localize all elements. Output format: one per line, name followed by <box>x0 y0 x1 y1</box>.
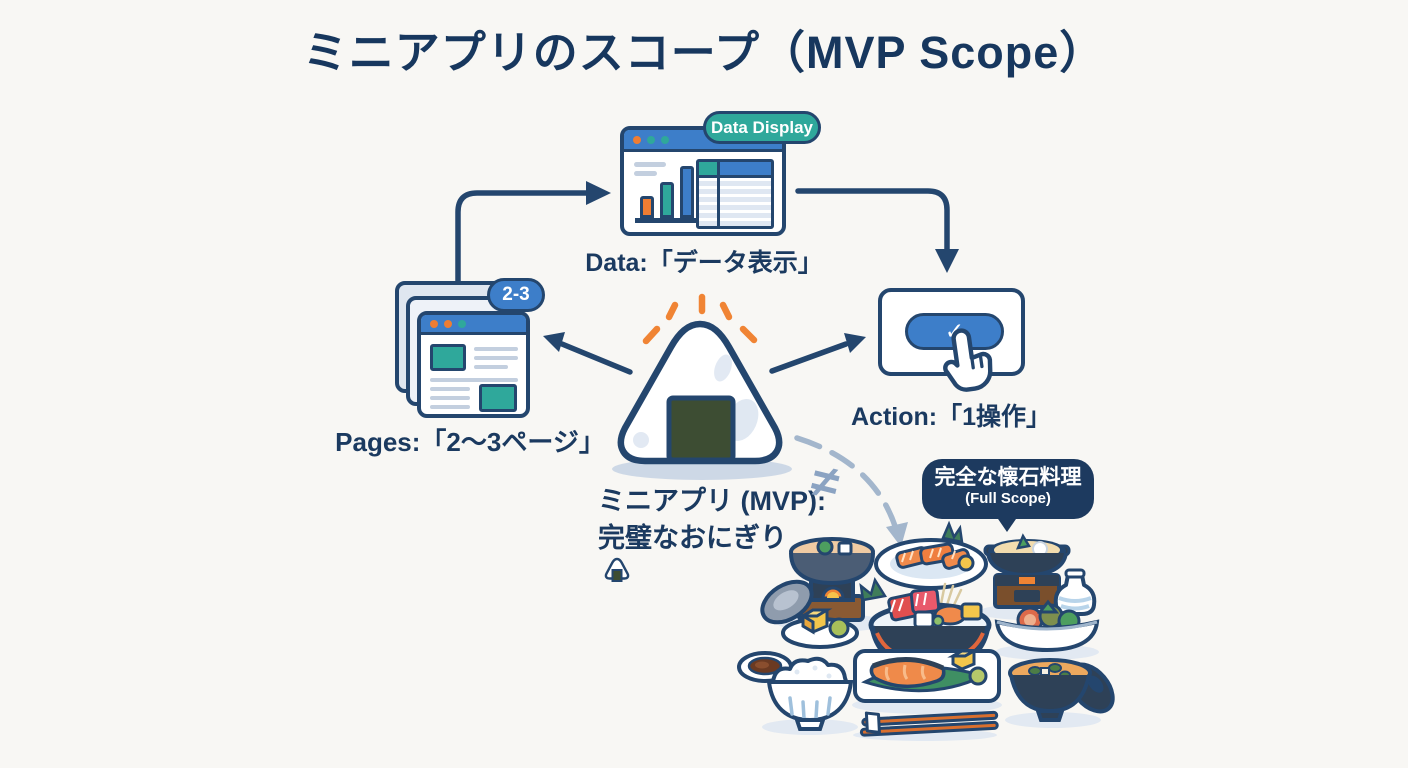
table-header-cell <box>699 162 720 175</box>
sashimi-plate <box>874 520 988 590</box>
text-line <box>430 405 470 409</box>
full-scope-title: 完全な懐石料理 <box>934 466 1082 489</box>
window-dot-icon <box>647 135 655 144</box>
text-line <box>634 171 657 176</box>
pages-count-badge: 2-3 <box>487 278 545 312</box>
bubble-tail <box>996 516 1018 532</box>
data-display-badge: Data Display <box>703 111 821 144</box>
nori-sheet <box>666 395 736 463</box>
data-table-icon <box>696 159 774 229</box>
table-column <box>720 178 771 226</box>
bar-orange <box>640 196 654 218</box>
mini-onigiri-icon <box>604 557 630 582</box>
window-titlebar <box>421 315 526 335</box>
arrow-onigiri-to-action <box>769 333 866 374</box>
arrow-pages-to-data <box>455 181 611 285</box>
mvp-label-line2: 完璧なおにぎり <box>598 520 826 585</box>
kaiseki-meal-icon <box>737 520 1115 741</box>
arrow-data-to-action <box>795 188 959 273</box>
text-line <box>430 378 518 382</box>
onigiri-shading <box>714 354 732 382</box>
page-title: ミニアプリのスコープ（MVP Scope） <box>302 27 1106 78</box>
sake-bottle <box>1053 568 1097 616</box>
hand-cursor-icon <box>943 328 993 392</box>
sparkle-rays-icon <box>642 293 758 345</box>
mvp-label-line1: ミニアプリ (MVP): <box>598 486 826 516</box>
table-header <box>699 162 771 178</box>
vegetable-bowl <box>994 599 1100 653</box>
grilled-fish-plate <box>853 649 1001 703</box>
table-header-cell <box>720 162 771 175</box>
content-block <box>479 384 517 412</box>
hot-pot <box>983 533 1071 609</box>
text-line <box>634 162 666 167</box>
onigiri-shading <box>633 432 649 448</box>
pot-lid <box>760 579 814 625</box>
pages-node-label: Pages:「2〜3ページ」 <box>335 427 605 457</box>
window-dot-icon <box>633 135 641 144</box>
rice-pot <box>760 537 875 625</box>
bar-blue <box>680 166 694 218</box>
text-line <box>474 356 518 360</box>
text-line <box>474 347 518 351</box>
mvp-node-label: ミニアプリ (MVP): 完璧なおにぎり <box>598 483 826 585</box>
pages-stack-icon <box>417 311 530 418</box>
arrow-dashed-to-kaiseki <box>794 435 908 547</box>
text-line <box>474 365 508 369</box>
table-column <box>699 178 720 226</box>
full-scope-bubble: 完全な懐石料理 (Full Scope) <box>922 459 1094 519</box>
tofu-plate <box>781 608 859 649</box>
text-line <box>430 396 470 400</box>
window-dot-icon <box>444 319 452 328</box>
window-dot-icon <box>458 319 466 328</box>
miso-soup-bowl <box>1008 658 1115 722</box>
bar-chart-icon <box>635 166 711 223</box>
content-block <box>430 344 466 371</box>
arrow-onigiri-to-pages <box>543 332 633 375</box>
window-dot-icon <box>661 135 669 144</box>
text-line <box>430 387 470 391</box>
bar-teal <box>660 182 674 218</box>
onigiri-icon <box>612 320 792 480</box>
window-dot-icon <box>430 319 438 328</box>
table-body <box>699 178 771 226</box>
data-node-label: Data:「データ表示」 <box>585 249 823 277</box>
action-node-label: Action:「1操作」 <box>850 403 1052 431</box>
rice-bowl <box>766 656 854 731</box>
chopsticks-icon <box>859 710 999 737</box>
full-scope-subtitle: (Full Scope) <box>965 490 1051 508</box>
